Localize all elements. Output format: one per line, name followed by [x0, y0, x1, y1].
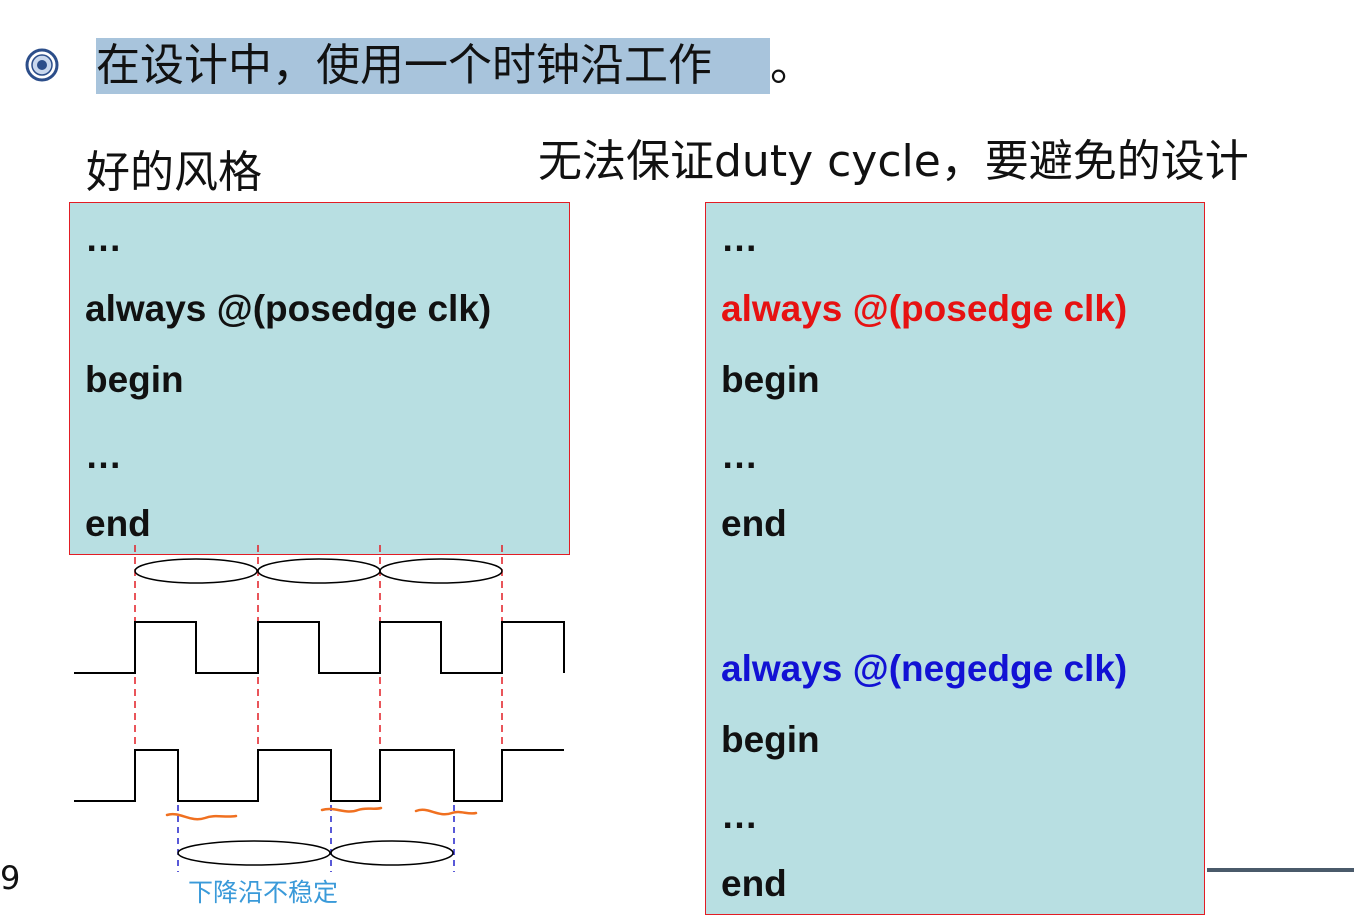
code-line-always-posedge: always @(posedge clk): [85, 288, 492, 329]
code-line-ellipsis: …: [721, 218, 758, 259]
bad-design-title: 无法保证duty cycle，要避免的设计: [538, 136, 1249, 187]
slide-heading: 在设计中，使用一个时钟沿工作: [96, 38, 770, 94]
code-line-begin: begin: [721, 359, 820, 400]
good-style-title: 好的风格: [86, 147, 262, 198]
code-line-end: end: [721, 503, 787, 544]
code-line-ellipsis: …: [85, 435, 122, 476]
code-line-always-posedge: always @(posedge clk): [721, 288, 1128, 329]
distorted-clock-waveform: [74, 749, 564, 802]
falling-period-ellipse: [177, 840, 331, 866]
clock-period-ellipse: [134, 558, 258, 584]
code-line-end: end: [721, 863, 787, 904]
code-line-ellipsis: …: [85, 218, 122, 259]
unstable-edge-mark: [414, 808, 478, 816]
decorative-divider: [1207, 868, 1354, 872]
code-line-begin: begin: [721, 719, 820, 760]
bad-design-code-box: … always @(posedge clk) begin … end alwa…: [705, 202, 1205, 915]
page-number: 9: [0, 859, 21, 897]
university-logo-icon: [25, 48, 59, 82]
code-line-end: end: [85, 503, 151, 544]
unstable-edge-mark: [320, 806, 383, 813]
clock-waveform: [74, 621, 565, 674]
code-line-always-negedge: always @(negedge clk): [721, 648, 1128, 689]
clock-period-ellipse: [257, 558, 381, 584]
code-line-begin: begin: [85, 359, 184, 400]
falling-edge-unstable-label: 下降沿不稳定: [188, 878, 339, 907]
code-line-ellipsis: …: [721, 435, 758, 476]
code-line-ellipsis: …: [721, 795, 758, 836]
good-style-code-box: … always @(posedge clk) begin … end: [69, 202, 570, 555]
slide-heading-period: 。: [770, 40, 814, 91]
unstable-edge-mark: [165, 812, 238, 821]
clock-period-ellipse: [379, 558, 503, 584]
falling-period-ellipse: [330, 840, 454, 866]
